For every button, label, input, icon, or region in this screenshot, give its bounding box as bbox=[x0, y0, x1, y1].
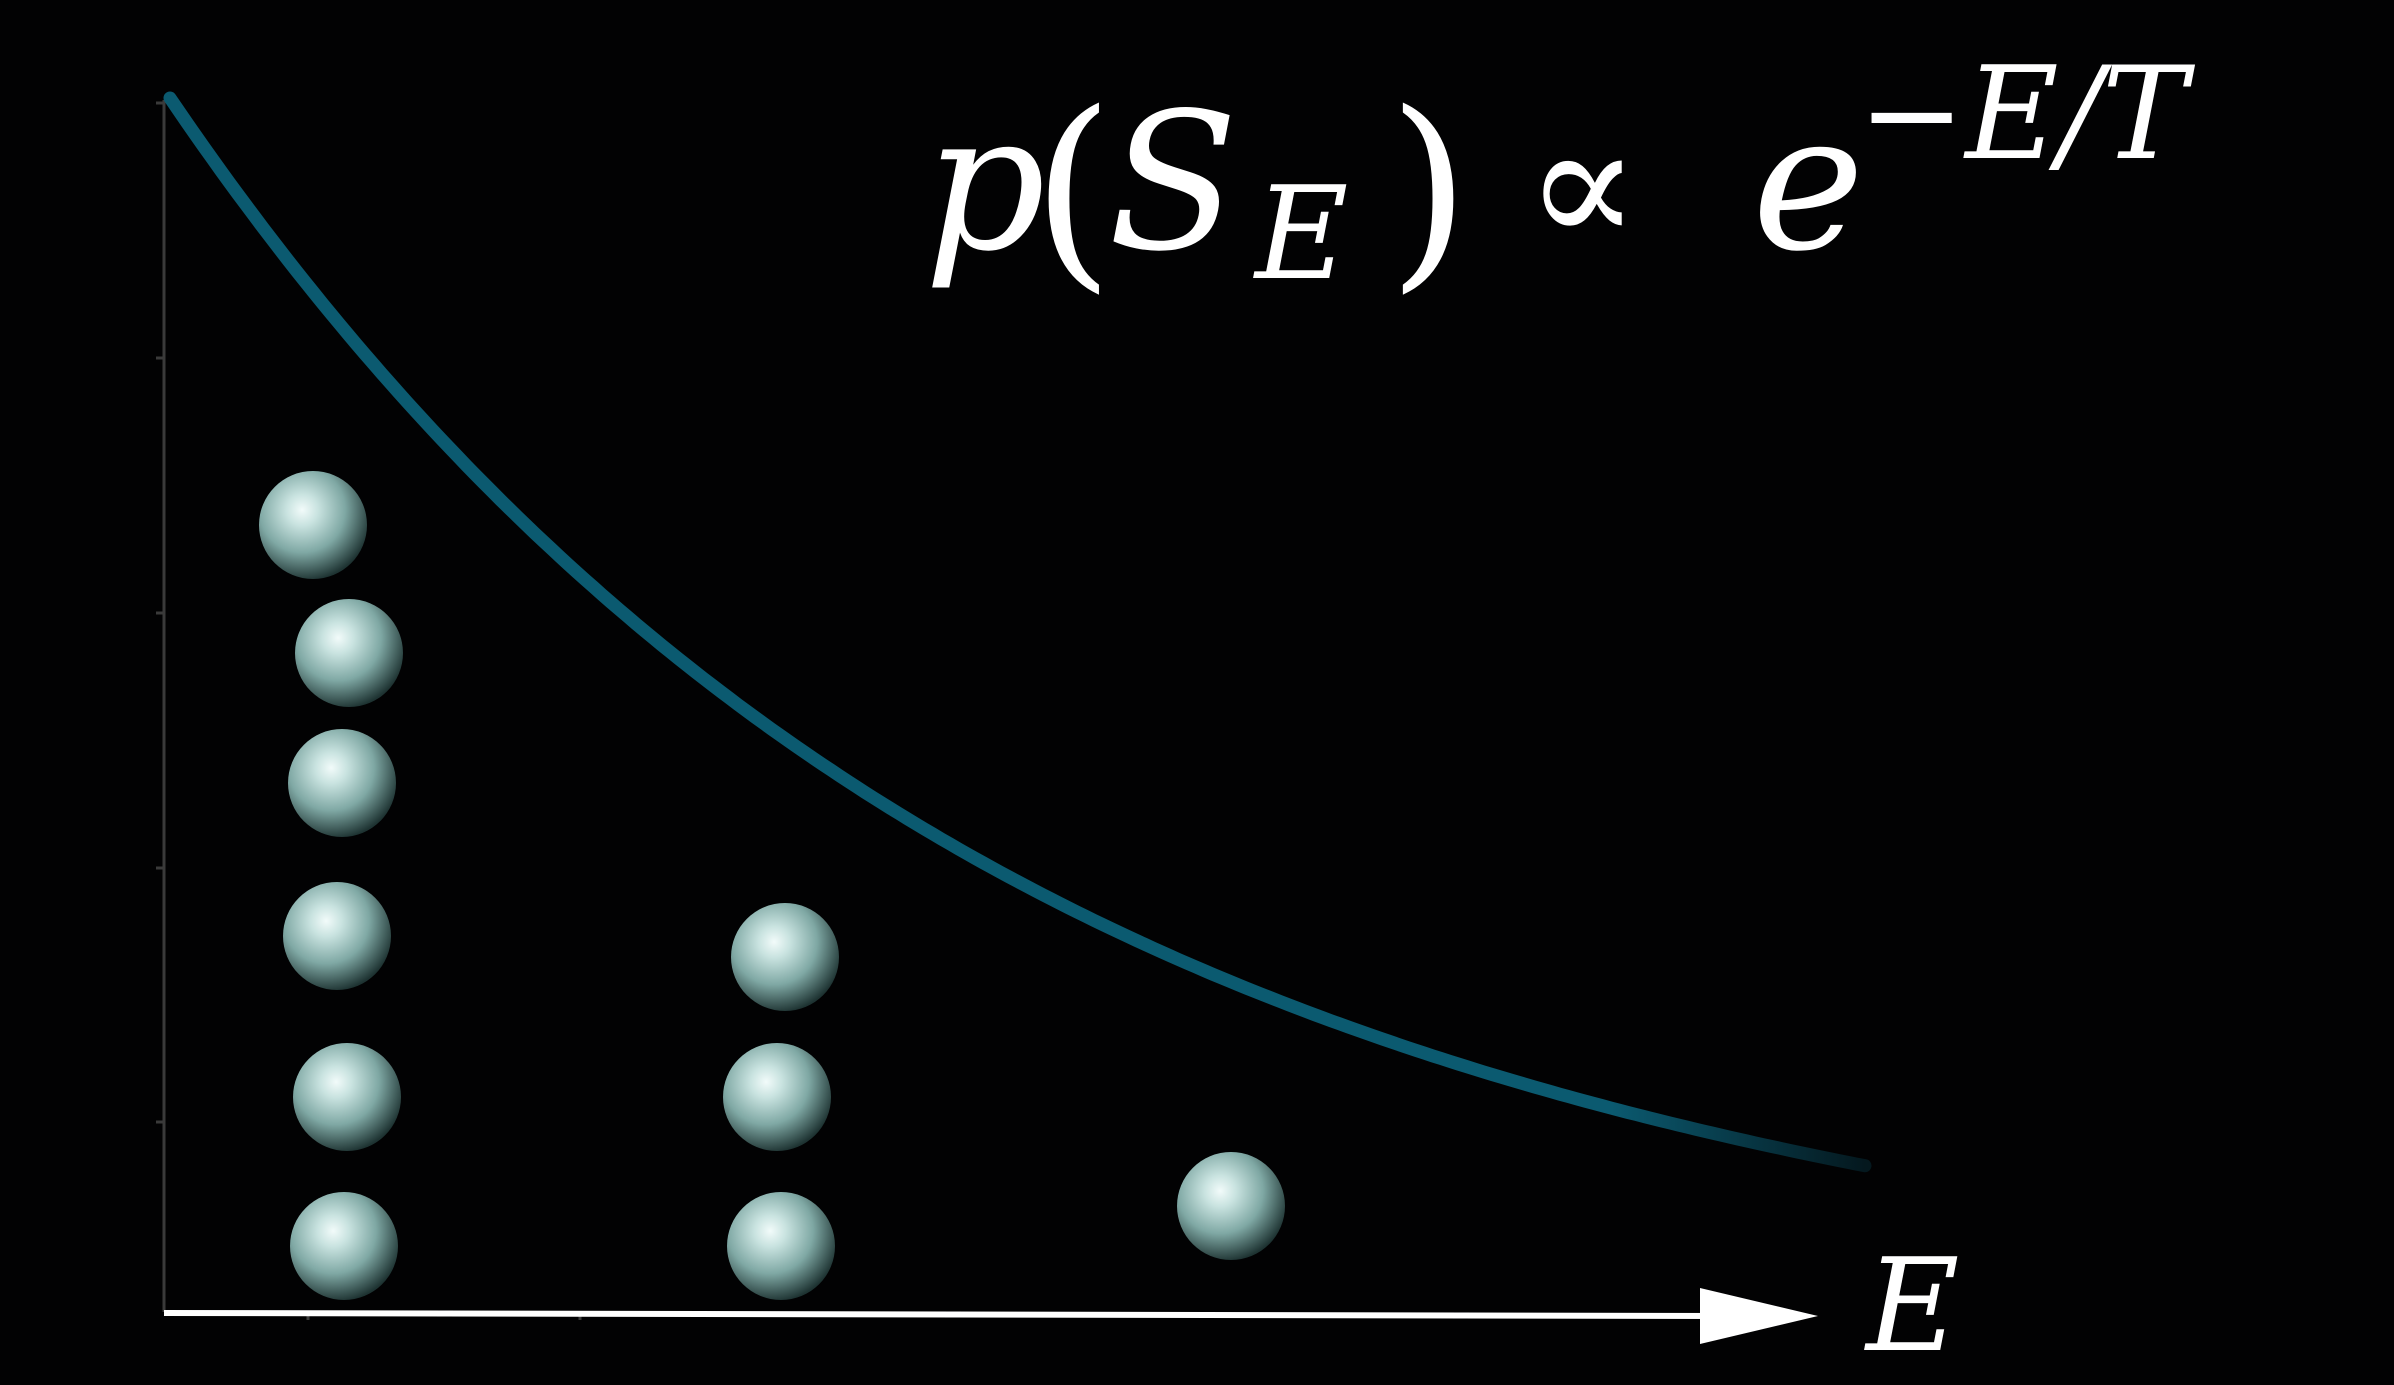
state-sphere-level-2 bbox=[727, 1192, 835, 1300]
x-axis-label: E bbox=[1864, 1232, 1959, 1381]
x-axis-arrowhead bbox=[1700, 1288, 1818, 1344]
formula-exponent: −E/T bbox=[1858, 40, 2196, 189]
state-sphere-level-2 bbox=[723, 1043, 831, 1151]
state-sphere-level-2 bbox=[731, 903, 839, 1011]
exponential-decay-curve bbox=[163, 91, 1872, 1173]
formula-S-subscript: E bbox=[1253, 160, 1348, 309]
state-sphere-level-1 bbox=[288, 729, 396, 837]
boltzmann-formula: p ( S E ) ∝ e −E/T bbox=[924, 40, 2196, 312]
state-spheres bbox=[259, 471, 1285, 1300]
formula-S: S bbox=[1108, 72, 1238, 293]
formula-e: e bbox=[1752, 72, 1864, 293]
formula-close-paren: ) bbox=[1388, 67, 1470, 312]
state-sphere-level-3 bbox=[1177, 1152, 1285, 1260]
formula-open-paren: ( bbox=[1032, 67, 1114, 312]
y-axis-ticks bbox=[156, 101, 164, 1124]
x-axis bbox=[163, 1288, 1818, 1344]
state-sphere-level-1 bbox=[293, 1043, 401, 1151]
state-sphere-level-1 bbox=[290, 1192, 398, 1300]
state-sphere-level-1 bbox=[283, 882, 391, 990]
x-axis-line bbox=[163, 1310, 1721, 1319]
state-sphere-level-1 bbox=[259, 471, 367, 579]
formula-p: p bbox=[924, 72, 1046, 293]
state-sphere-level-1 bbox=[295, 599, 403, 707]
formula-proportional: ∝ bbox=[1525, 87, 1640, 285]
